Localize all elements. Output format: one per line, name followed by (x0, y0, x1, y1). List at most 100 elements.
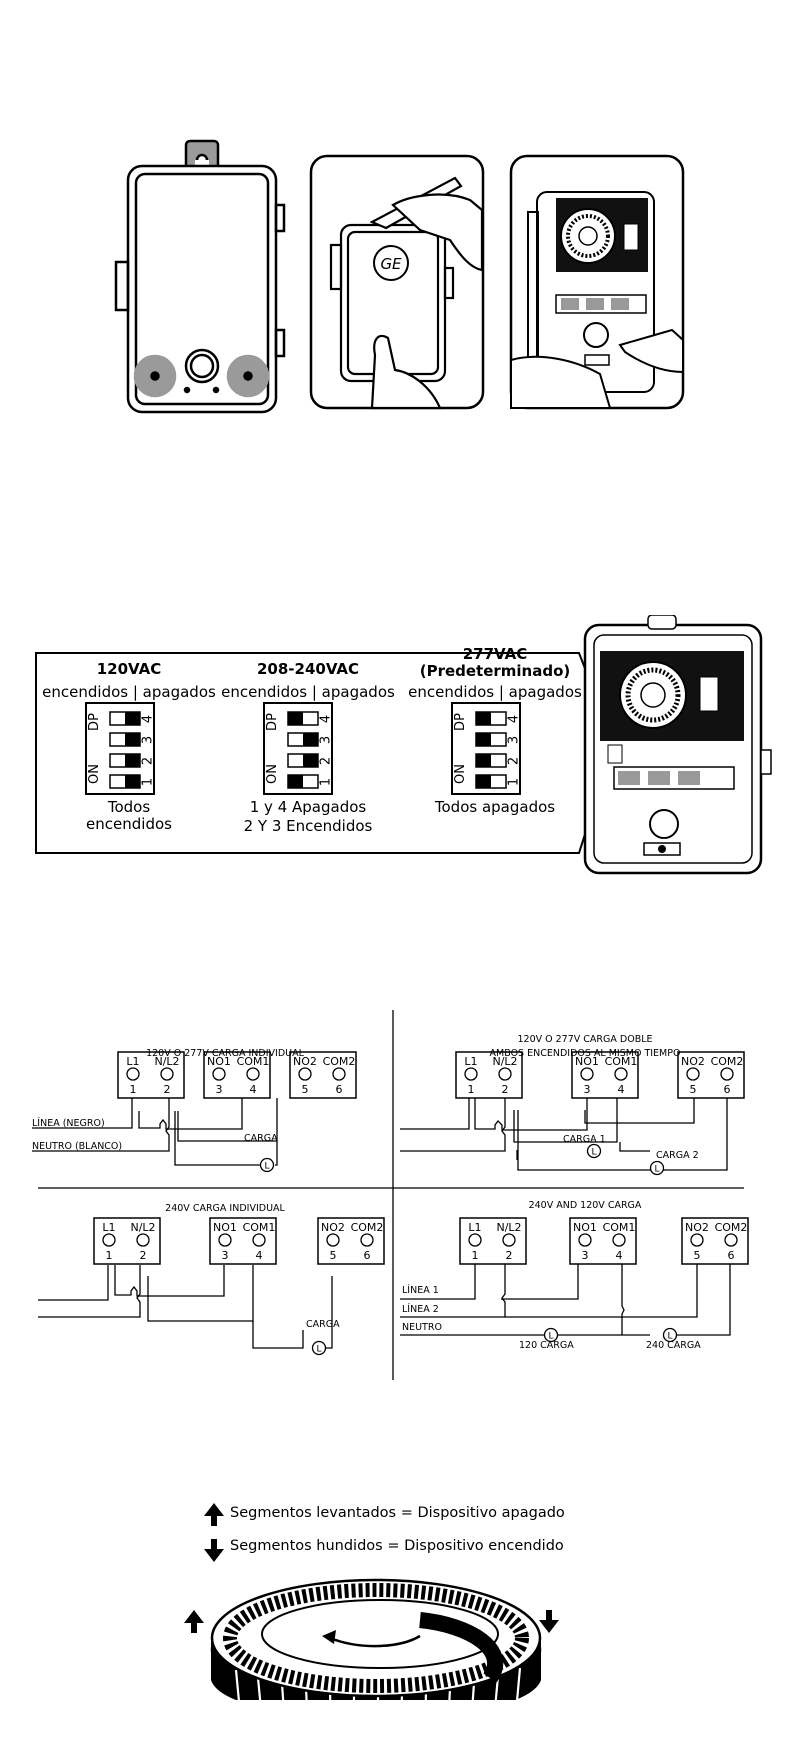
terminal-label: COM1 (243, 1221, 276, 1234)
arrow-down-icon (204, 1539, 224, 1562)
terminal-number: 6 (364, 1249, 371, 1262)
dip-label-bottom: ON (87, 764, 102, 784)
dial-arrow-up-icon (184, 1610, 204, 1633)
terminal-screw-icon (252, 1233, 266, 1247)
dip-switch-number: 2 (507, 757, 522, 765)
terminal-screw-icon (614, 1067, 628, 1081)
load-symbol-icon (649, 1160, 665, 1176)
q2-title1: 120V O 277V CARGA DOBLE (517, 1034, 653, 1045)
load-symbol-letter: L (264, 1162, 269, 1172)
terminal-screw-icon (686, 1067, 700, 1081)
dip-switch-toggle (125, 733, 140, 746)
dip-switch-toggle (125, 754, 140, 767)
terminal-screw-icon (298, 1067, 312, 1081)
q4-line1-label: LÍNEA 1 (402, 1285, 439, 1296)
q1-load-label: CARGA (244, 1133, 278, 1144)
enclosure-back-panel (114, 139, 286, 414)
terminal-label: COM1 (237, 1055, 270, 1068)
terminal-screw-icon (102, 1233, 116, 1247)
arrow-up-icon (204, 1503, 224, 1526)
dip-switch-number: 3 (319, 736, 334, 744)
terminal-screw-icon (468, 1233, 482, 1247)
dip-switch-toggle (288, 775, 303, 788)
terminal-screw-icon (326, 1233, 340, 1247)
q2-title2: AMBOS ENCENDIDOS AL MISMO TIEMPO (489, 1048, 681, 1059)
terminal-number: 2 (164, 1083, 171, 1096)
dip-col3-title2: (Predeterminado) (419, 662, 571, 680)
terminal-label: COM1 (605, 1055, 638, 1068)
terminal-label: N/L2 (130, 1221, 155, 1234)
terminal-label: COM2 (351, 1221, 384, 1234)
terminal-number: 1 (468, 1083, 475, 1096)
load-symbol-icon (311, 1340, 327, 1356)
terminal-number: 2 (140, 1249, 147, 1262)
terminal-screw-icon (332, 1067, 346, 1081)
dip-col3-title: 277VAC (462, 645, 528, 663)
load-symbol-icon (586, 1143, 602, 1159)
load-symbol-letter: L (591, 1148, 596, 1158)
terminal-number: 3 (582, 1249, 589, 1262)
dip-switch-number: 1 (507, 778, 522, 786)
terminal-screw-icon (580, 1067, 594, 1081)
q4-neutral-label: NEUTRO (402, 1322, 442, 1333)
ge-logo-text: GE (380, 255, 402, 273)
q4-load240-label: 240 CARGA (646, 1340, 701, 1351)
terminal-number: 2 (506, 1249, 513, 1262)
timer-dial-body (210, 1578, 542, 1700)
terminal-screw-icon (578, 1233, 592, 1247)
terminal-label: NO1 (207, 1055, 231, 1068)
q1-line-label: LÍNEA (NEGRO) (32, 1118, 105, 1129)
dip-col2-note1: 1 y 4 Apagados (249, 798, 367, 816)
dip-switch-number: 3 (141, 736, 156, 744)
dip-col2-subtitle: encendidos | apagados (221, 683, 395, 701)
dip-switch-toggle (125, 775, 140, 788)
dip-switch-number: 4 (141, 715, 156, 723)
terminal-screw-icon (724, 1233, 738, 1247)
legend-raised-text: Segmentos levantados = Dispositivo apaga… (230, 1505, 565, 1521)
q2-load1-label: CARGA 1 (563, 1134, 606, 1145)
dip-col1-subtitle: encendidos | apagados (42, 683, 216, 701)
terminal-label: COM2 (715, 1221, 748, 1234)
terminal-screw-icon (464, 1067, 478, 1081)
terminal-label: COM2 (711, 1055, 744, 1068)
dip-label-top: DP (265, 713, 280, 731)
q4-load120-label: 120 CARGA (519, 1340, 574, 1351)
terminal-number: 6 (728, 1249, 735, 1262)
dip-switch-toggle (476, 754, 491, 767)
wiring-diagrams: L11N/L22NO13COM14NO25COM26L11N/L22NO13CO… (32, 1010, 749, 1380)
terminal-screw-icon (498, 1067, 512, 1081)
terminal-number: 2 (502, 1083, 509, 1096)
dip-label-bottom: ON (265, 764, 280, 784)
enclosure-illustrations: GE (114, 139, 685, 414)
dip-col1-note2: encendidos (86, 815, 172, 833)
enclosure-open-panel (509, 154, 685, 410)
terminal-label: N/L2 (154, 1055, 179, 1068)
terminal-number: 1 (130, 1083, 137, 1096)
terminal-screw-icon (126, 1067, 140, 1081)
terminal-number: 6 (336, 1083, 343, 1096)
dip-switch-toggle (125, 712, 140, 725)
dip-switch-toggle (476, 775, 491, 788)
q2-load2-label: CARGA 2 (656, 1150, 699, 1161)
terminal-number: 1 (106, 1249, 113, 1262)
terminal-label: L1 (468, 1221, 481, 1234)
terminal-label: COM1 (603, 1221, 636, 1234)
dip-col3-subtitle: encendidos | apagados (408, 683, 582, 701)
q1-neutral-label: NEUTRO (BLANCO) (32, 1141, 123, 1152)
dip-col3-note1: Todos apagados (434, 798, 556, 816)
terminal-screw-icon (612, 1233, 626, 1247)
terminal-number: 4 (618, 1083, 625, 1096)
terminal-number: 4 (616, 1249, 623, 1262)
terminal-number: 3 (216, 1083, 223, 1096)
terminal-number: 5 (330, 1249, 337, 1262)
dip-switch-number: 2 (141, 757, 156, 765)
dip-switch-toggle (476, 712, 491, 725)
terminal-number: 6 (724, 1083, 731, 1096)
load-symbol-letter: L (316, 1345, 321, 1355)
dial-arrow-down-icon (539, 1610, 559, 1633)
dip-label-top: DP (87, 713, 102, 731)
terminal-number: 3 (584, 1083, 591, 1096)
dip-col2-note2: 2 Y 3 Encendidos (243, 817, 373, 835)
terminal-label: N/L2 (492, 1055, 517, 1068)
